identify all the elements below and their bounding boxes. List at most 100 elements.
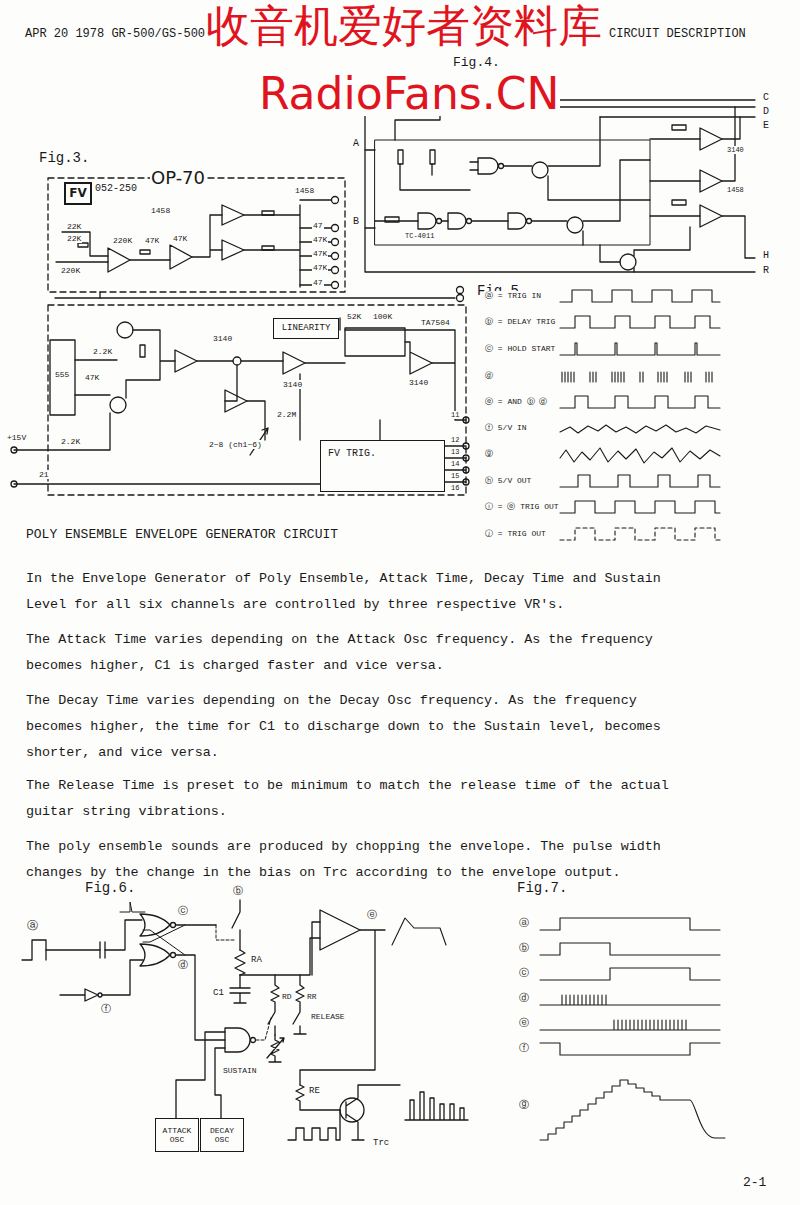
fig3-schematic-part (225, 390, 247, 412)
paragraph: In the Envelope Generator of Poly Ensemb… (25, 566, 674, 618)
fig3-schematic-part (283, 352, 305, 374)
fig4-schematic-part (400, 164, 470, 190)
fig3-schematic (11, 178, 469, 495)
page-number: 2-1 (742, 1176, 767, 1191)
component-value: 47K (172, 234, 188, 243)
fig6-schematic-part (102, 960, 143, 995)
fig4-schematic (365, 100, 755, 272)
fig4-schematic-part (583, 160, 650, 245)
fig4-schematic-part (567, 217, 583, 233)
ic-type: TA7504 (420, 318, 451, 327)
fig6-schematic-part (251, 1038, 256, 1043)
terminal-number: 13 (450, 448, 460, 456)
fig6-schematic-part (232, 900, 240, 950)
fig3-schematic-part (99, 292, 100, 298)
fig3-schematic-part (300, 200, 331, 285)
fig3-schematic-part (345, 330, 466, 420)
component-name: C1 (212, 988, 225, 998)
fig3-schematic-part (463, 455, 469, 461)
part-number: 052-250 (94, 183, 138, 195)
fig6-schematic-part (171, 923, 176, 928)
fig4-schematic-part (548, 117, 650, 200)
watermark: RadioFans.CN (258, 72, 560, 116)
fig3-schematic-part (332, 225, 339, 232)
component-name: RR (306, 992, 318, 1001)
fig3-schematic-part (247, 401, 265, 440)
component-value: 2.2M (276, 410, 297, 419)
paragraph: The Attack Time varies depending on the … (25, 627, 674, 679)
fig3-schematic-part (78, 243, 88, 247)
fig6-schematic-part (240, 938, 320, 975)
signal-name: E (762, 120, 770, 132)
fig3-schematic-part (457, 295, 464, 302)
fig3-schematic-part (332, 197, 339, 204)
fig6-schematic-part (267, 1035, 284, 1062)
component-value: 47K (144, 236, 160, 245)
fig6-schematic-part (320, 910, 360, 950)
fig3-schematic-part (48, 305, 466, 495)
component-name: RE (308, 1086, 321, 1096)
ic-type: 3140 (212, 334, 233, 343)
section-title: POLY ENSEMBLE ENVELOPE GENERATOR CIRCUIT (25, 528, 339, 543)
fig4-schematic-part (650, 139, 700, 216)
paragraph: The poly ensemble sounds are produced by… (25, 834, 674, 886)
fig6-schematic-part (230, 975, 250, 1003)
fig4-schematic-part (527, 219, 532, 224)
fig5-waveforms-part (562, 372, 712, 382)
fig4-schematic-part (448, 213, 466, 229)
component-value: 47K (312, 249, 328, 258)
fig3-schematic-part (140, 345, 145, 357)
fig3-schematic-part (75, 360, 117, 395)
fig4-schematic-part (600, 227, 690, 272)
fig3-schematic-part (233, 357, 241, 365)
component-name: RA (250, 955, 263, 965)
waveform-label: ⓙ = TRIG OUT (484, 529, 547, 538)
component-value: 220K (112, 236, 133, 245)
trigger-block: FV TRIG. (320, 440, 445, 492)
fig6-schematic-part (22, 940, 46, 960)
figure-label: Fig.4. (452, 56, 501, 71)
signal-name: D (762, 106, 770, 118)
fig7-waveforms-part (540, 968, 720, 980)
fig4-schematic-part (700, 128, 722, 150)
fig3-schematic-part (117, 322, 133, 338)
fig3-schematic-part (339, 318, 340, 330)
component-value: 47K (312, 263, 328, 272)
component-value: 2~8 (ch1~6) (208, 440, 263, 449)
fig3-schematic-part (262, 246, 274, 250)
fig3-schematic-part (305, 362, 345, 363)
fig4-schematic-part (722, 107, 755, 258)
fig5-waveforms-part (560, 528, 720, 540)
fig4-schematic-part (508, 213, 526, 229)
waveform-label: ⓖ (518, 1100, 530, 1112)
fig3-schematic-part (463, 479, 469, 485)
waveform-label: ⓖ (484, 449, 494, 458)
ic-type: 1458 (726, 186, 745, 194)
oscillator-box: DECAY OSC (200, 1118, 244, 1152)
callout-letter: ⓔ (366, 910, 378, 922)
oscillator-box: ATTACK OSC (155, 1118, 199, 1152)
fig6-schematic-part (392, 918, 446, 945)
fig7-waveforms-part (540, 918, 720, 930)
component-value: 220K (60, 266, 81, 275)
trimmer-box: LINEARITY (273, 318, 339, 339)
fig4-schematic-part (467, 219, 472, 224)
fig6-schematic-part (216, 925, 236, 940)
fig4-schematic-part (375, 140, 650, 245)
ic-type: 1458 (294, 186, 315, 195)
fig6-schematic-part (288, 1110, 340, 1140)
fig5-waveforms-part (560, 501, 720, 513)
fig5-waveforms-part (560, 290, 720, 302)
fig5-waveforms (560, 290, 720, 540)
figure-label: Fig.3. (38, 150, 90, 166)
ic-type: 1458 (150, 206, 171, 215)
waveform-label: ⓑ = DELAY TRIG (484, 317, 556, 326)
box-label: LINEARITY (282, 323, 331, 333)
waveform-label: ⓔ (518, 1018, 530, 1030)
fig4-schematic-part (418, 213, 436, 229)
fig6-schematic-part (296, 1085, 340, 1110)
fig3-schematic-part (332, 267, 339, 274)
terminal-number: 16 (450, 484, 460, 492)
waveform-label: ⓕ 5/V IN (484, 423, 528, 432)
fig4-schematic-part (385, 217, 399, 222)
